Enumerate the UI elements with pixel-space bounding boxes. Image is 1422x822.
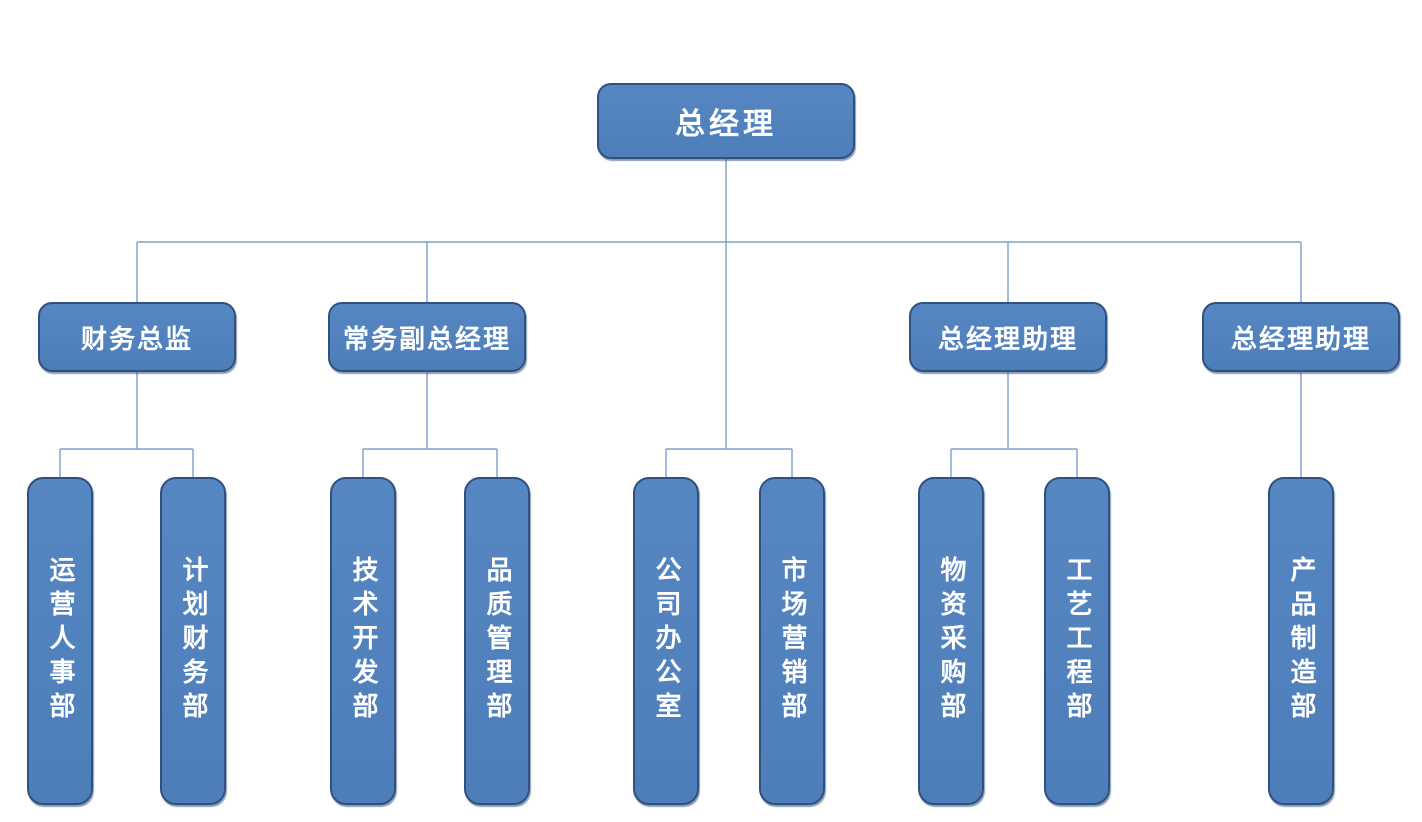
node-dept-tech-development[interactable]: 技术开发部 — [330, 477, 396, 805]
node-gm-assistant-1[interactable]: 总经理助理 — [909, 302, 1107, 372]
node-dept-marketing[interactable]: 市场营销部 — [759, 477, 825, 805]
node-label: 总经理助理 — [937, 324, 1078, 354]
node-label: 技术开发部 — [349, 556, 378, 726]
node-label: 计划财务部 — [179, 556, 208, 726]
node-dept-quality-management[interactable]: 品质管理部 — [464, 477, 530, 805]
node-label: 市场营销部 — [778, 556, 807, 726]
node-label: 品质管理部 — [483, 556, 512, 726]
node-deputy-general-manager[interactable]: 常务副总经理 — [328, 302, 526, 372]
node-label: 常务副总经理 — [342, 324, 511, 354]
node-label: 财务总监 — [80, 324, 193, 354]
node-finance-director[interactable]: 财务总监 — [38, 302, 236, 372]
node-label: 物资采购部 — [937, 556, 966, 726]
node-dept-operations-hr[interactable]: 运营人事部 — [27, 477, 93, 805]
node-label: 总经理助理 — [1230, 324, 1371, 354]
node-label: 总经理 — [675, 108, 777, 141]
node-dept-product-manufacturing[interactable]: 产品制造部 — [1268, 477, 1334, 805]
node-dept-materials-purchasing[interactable]: 物资采购部 — [918, 477, 984, 805]
node-dept-company-office[interactable]: 公司办公室 — [633, 477, 699, 805]
node-gm-assistant-2[interactable]: 总经理助理 — [1202, 302, 1400, 372]
node-dept-planning-finance[interactable]: 计划财务部 — [160, 477, 226, 805]
node-dept-process-engineering[interactable]: 工艺工程部 — [1044, 477, 1110, 805]
node-label: 工艺工程部 — [1063, 556, 1092, 726]
node-label: 运营人事部 — [46, 556, 75, 726]
node-general-manager[interactable]: 总经理 — [597, 83, 855, 159]
node-label: 产品制造部 — [1287, 556, 1316, 726]
node-label: 公司办公室 — [652, 556, 681, 726]
